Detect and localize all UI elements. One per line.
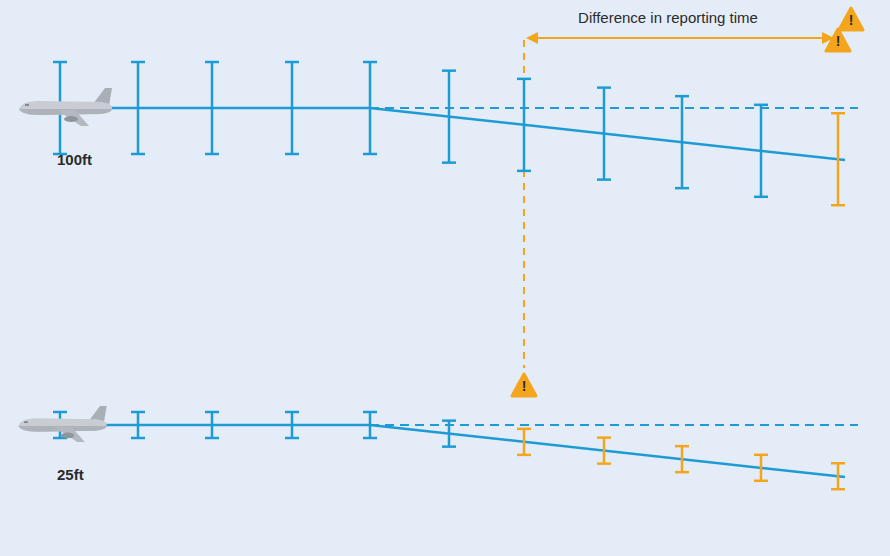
warning-mark: ! <box>836 33 841 49</box>
error-bar <box>754 455 768 481</box>
error-bar <box>675 96 689 188</box>
warning-mark: ! <box>849 12 854 28</box>
intended-path <box>370 424 858 426</box>
error-bar <box>517 429 531 455</box>
error-bar <box>831 463 845 489</box>
altitude-label: 25ft <box>57 466 84 483</box>
actual-path <box>370 425 845 477</box>
warning-icon <box>512 374 536 396</box>
error-bar <box>754 105 768 197</box>
error-bar <box>285 412 299 438</box>
error-bar <box>831 113 845 205</box>
warning-mark: ! <box>522 378 527 394</box>
time-arrow <box>526 32 834 44</box>
dimension-label: Difference in reporting time <box>578 9 758 26</box>
aircraft-icon <box>18 406 106 442</box>
error-bar <box>205 412 219 438</box>
error-bar <box>131 62 145 154</box>
error-bar <box>363 412 377 438</box>
error-bar <box>517 79 531 171</box>
altitude-label: 100ft <box>57 151 92 168</box>
error-bar <box>131 412 145 438</box>
warning-icon <box>826 29 850 51</box>
error-bar <box>442 71 456 163</box>
alert-marker <box>523 40 525 368</box>
actual-path <box>370 108 845 160</box>
error-bar <box>363 62 377 154</box>
warning-icon <box>839 8 863 30</box>
error-bar <box>205 62 219 154</box>
intended-path <box>370 107 858 109</box>
error-bar <box>442 421 456 447</box>
error-bar <box>597 88 611 180</box>
aircraft-icon <box>19 88 112 126</box>
error-bar <box>285 62 299 154</box>
error-bar <box>597 438 611 464</box>
error-bar <box>675 446 689 472</box>
